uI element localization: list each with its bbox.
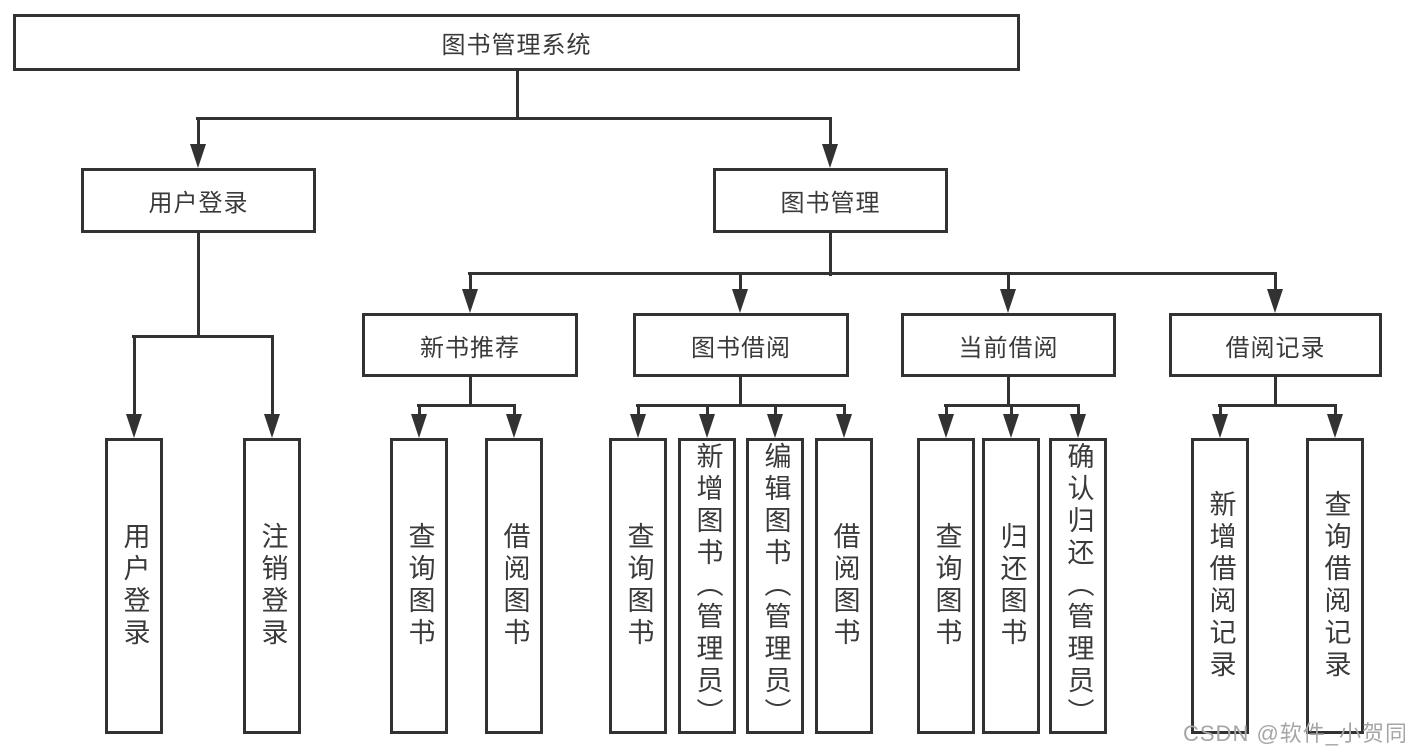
leaf-query-books-current: 查询图书 bbox=[917, 438, 975, 734]
node-label: 用户登录 bbox=[148, 190, 249, 217]
leaf-label: 归还图书 bbox=[996, 522, 1027, 650]
leaf-label: 用户登录 bbox=[119, 522, 150, 650]
connector-line bbox=[271, 336, 274, 416]
connector-line bbox=[1218, 404, 1337, 407]
arrow-down-icon bbox=[506, 414, 522, 438]
arrow-down-icon bbox=[462, 289, 478, 313]
leaf-query-books-recommendation: 查询图书 bbox=[390, 438, 448, 734]
leaf-label: 新增图书（管理员） bbox=[692, 442, 723, 730]
leaf-label: 注销登录 bbox=[257, 522, 288, 650]
connector-line bbox=[945, 405, 948, 417]
arrow-down-icon bbox=[264, 414, 280, 438]
arrow-down-icon bbox=[699, 414, 715, 438]
node-label: 图书借阅 bbox=[691, 334, 791, 362]
arrow-down-icon bbox=[1000, 289, 1016, 313]
connector-line bbox=[417, 404, 516, 407]
leaf-edit-book-admin: 编辑图书（管理员） bbox=[746, 438, 804, 734]
leaf-query-books-borrowing: 查询图书 bbox=[609, 438, 667, 734]
connector-line bbox=[1007, 377, 1010, 407]
leaf-label: 查询图书 bbox=[404, 522, 435, 650]
leaf-borrow-books-recommendation: 借阅图书 bbox=[485, 438, 543, 734]
node-label: 借阅记录 bbox=[1225, 334, 1326, 362]
leaf-label: 查询图书 bbox=[931, 522, 962, 650]
connector-line bbox=[739, 377, 742, 407]
connector-line bbox=[196, 117, 832, 120]
connector-line bbox=[1334, 405, 1337, 417]
leaf-label: 新增借阅记录 bbox=[1205, 490, 1236, 682]
connector-line bbox=[197, 233, 200, 338]
connector-line bbox=[829, 118, 832, 146]
connector-line bbox=[513, 405, 516, 417]
leaf-return-books: 归还图书 bbox=[982, 438, 1040, 734]
csdn-watermark: CSDN @软件_小贺同学 bbox=[1183, 721, 1405, 746]
arrow-down-icon bbox=[411, 414, 427, 438]
leaf-label: 编辑图书（管理员） bbox=[760, 442, 791, 730]
node-current-borrowing: 当前借阅 bbox=[901, 313, 1116, 377]
connector-line bbox=[1007, 273, 1010, 291]
node-label: 图书管理系统 bbox=[441, 32, 592, 59]
connector-line bbox=[637, 405, 640, 417]
arrow-down-icon bbox=[1267, 289, 1283, 313]
arrow-down-icon bbox=[938, 414, 954, 438]
leaf-label: 借阅图书 bbox=[829, 522, 860, 650]
connector-line bbox=[132, 335, 274, 338]
node-label: 新书推荐 bbox=[420, 334, 520, 362]
connector-line bbox=[843, 405, 846, 417]
connector-line bbox=[1274, 377, 1277, 407]
node-book-management: 图书管理 bbox=[713, 168, 948, 233]
arrow-down-icon bbox=[190, 144, 206, 168]
arrow-down-icon bbox=[836, 414, 852, 438]
node-borrowing-records: 借阅记录 bbox=[1169, 313, 1382, 377]
leaf-label: 确认归还（管理员） bbox=[1063, 442, 1094, 730]
arrow-down-icon bbox=[1070, 414, 1086, 438]
leaf-add-book-admin: 新增图书（管理员） bbox=[678, 438, 736, 734]
node-user-login: 用户登录 bbox=[81, 168, 316, 233]
leaf-label: 查询借阅记录 bbox=[1320, 490, 1351, 682]
node-book-borrowing: 图书借阅 bbox=[633, 313, 849, 377]
connector-line bbox=[1010, 405, 1013, 417]
connector-line bbox=[636, 404, 846, 407]
connector-line bbox=[469, 273, 472, 291]
node-label: 当前借阅 bbox=[958, 334, 1059, 362]
leaf-label: 借阅图书 bbox=[499, 522, 530, 650]
leaf-user-login: 用户登录 bbox=[105, 438, 163, 734]
connector-line bbox=[418, 405, 421, 417]
node-library-management-system: 图书管理系统 bbox=[13, 14, 1020, 71]
connector-line bbox=[829, 233, 832, 276]
connector-line bbox=[1274, 273, 1277, 291]
connector-line bbox=[739, 273, 742, 291]
arrow-down-icon bbox=[732, 289, 748, 313]
leaf-add-borrow-record: 新增借阅记录 bbox=[1191, 438, 1249, 734]
leaf-query-borrow-record: 查询借阅记录 bbox=[1306, 438, 1364, 734]
arrow-down-icon bbox=[767, 414, 783, 438]
node-new-book-recommendation: 新书推荐 bbox=[362, 313, 578, 377]
connector-line bbox=[468, 272, 1277, 275]
arrow-down-icon bbox=[630, 414, 646, 438]
connector-line bbox=[469, 377, 472, 407]
connector-line bbox=[1077, 405, 1080, 417]
arrow-down-icon bbox=[822, 144, 838, 168]
leaf-confirm-return-admin: 确认归还（管理员） bbox=[1049, 438, 1107, 734]
node-label: 图书管理 bbox=[780, 190, 881, 217]
leaf-logout: 注销登录 bbox=[243, 438, 301, 734]
connector-line bbox=[516, 70, 519, 120]
connector-line bbox=[1219, 405, 1222, 417]
arrow-down-icon bbox=[1327, 414, 1343, 438]
leaf-label: 查询图书 bbox=[623, 522, 654, 650]
connector-line bbox=[706, 405, 709, 417]
connector-line bbox=[197, 118, 200, 146]
connector-line bbox=[133, 336, 136, 416]
arrow-down-icon bbox=[1212, 414, 1228, 438]
arrow-down-icon bbox=[1003, 414, 1019, 438]
arrow-down-icon bbox=[126, 414, 142, 438]
leaf-borrow-books-borrowing: 借阅图书 bbox=[815, 438, 873, 734]
connector-line bbox=[774, 405, 777, 417]
